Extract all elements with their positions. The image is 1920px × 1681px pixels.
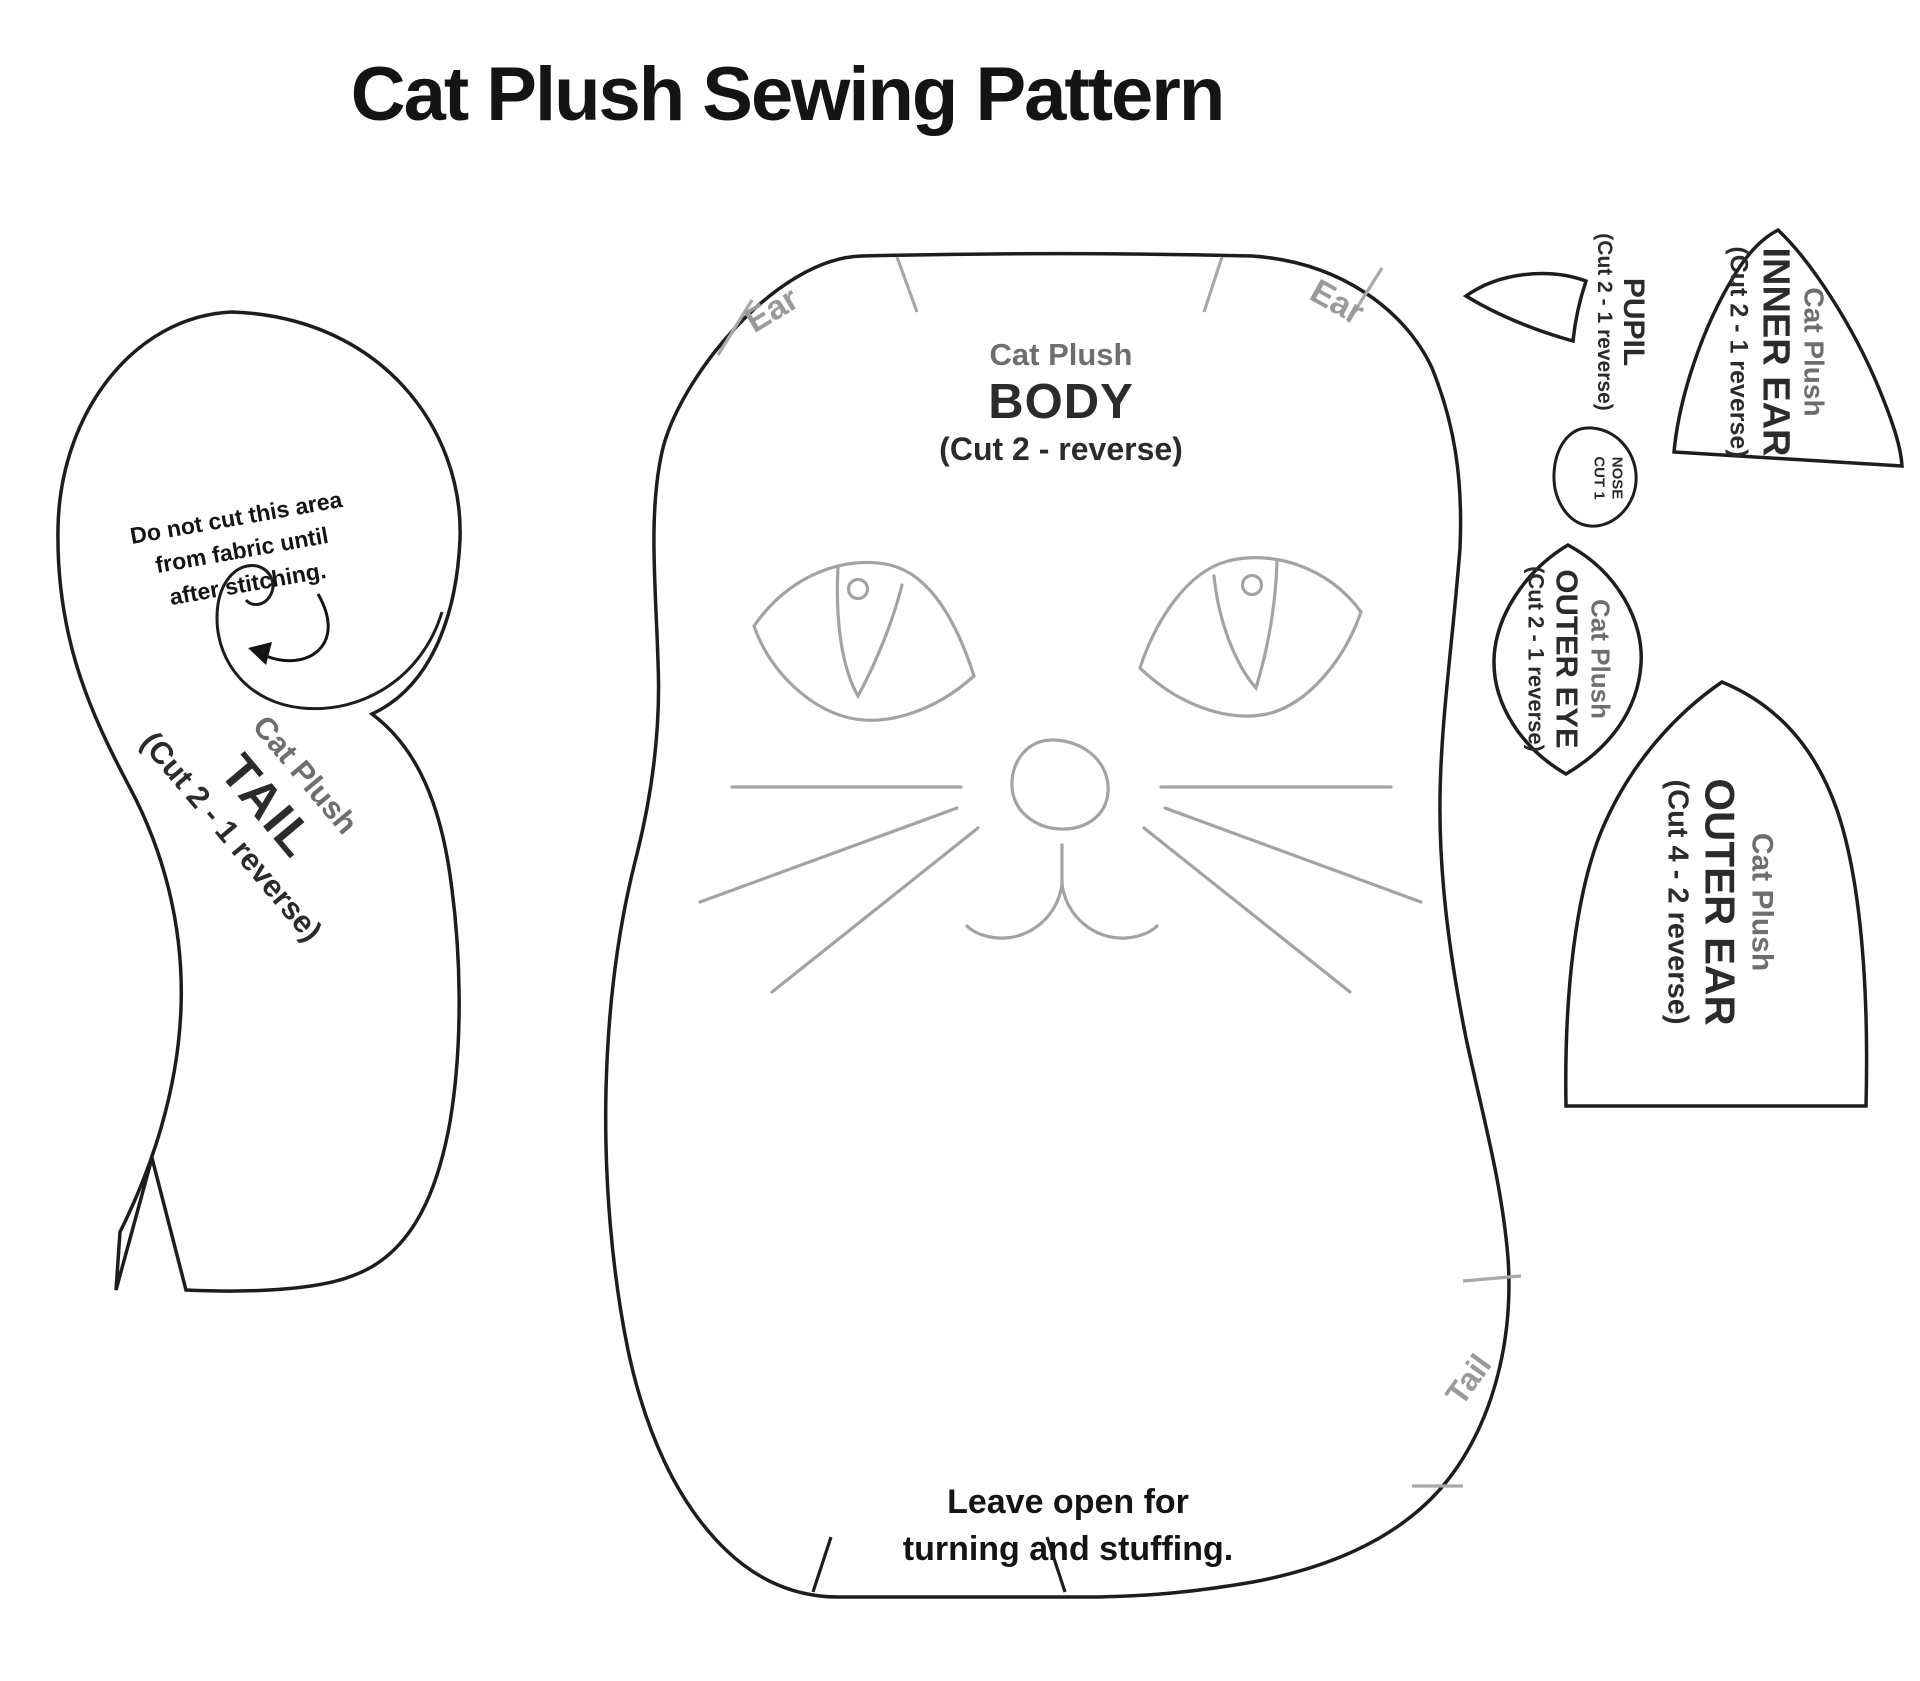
outer-ear-piece-brand: Cat Plush [1745,832,1779,972]
inner-ear-piece-label: Cat Plush INNER EAR (Cut 2 - 1 reverse) [1723,246,1830,457]
left-pupil-slit [835,565,904,700]
inner-ear-piece-outline [1672,227,1904,468]
outer-eye-piece-outline [1492,542,1643,777]
outer-ear-piece-cut-instruction: (Cut 4 - 2 reverse) [1661,779,1694,1025]
opening-ticks [811,1536,1067,1593]
body-piece-outline [603,252,1511,1599]
outer-eye-piece-cut-instruction: (Cut 2 - 1 reverse) [1523,566,1549,752]
pupil-piece-name: PUPIL [1617,277,1651,367]
outer-eye-piece-brand: Cat Plush [1585,599,1616,719]
outer-eye-piece-name: OUTER EYE [1549,569,1585,749]
inner-ear-piece-cut-instruction: (Cut 2 - 1 reverse) [1724,246,1753,458]
whisker-left-middle [698,806,959,904]
right-eye-highlight [1240,573,1264,597]
outer-ear-piece-name: OUTER EAR [1696,778,1744,1026]
tail-piece-outline [56,310,462,1293]
pupil-piece-outline [1462,271,1589,344]
opening-instruction-line2: turning and stuffing. [902,1530,1234,1568]
body-piece-label: Cat Plush BODY (Cut 2 - reverse) [939,337,1183,469]
body-piece-cut-instruction: (Cut 2 - reverse) [939,431,1183,468]
whisker-left-bottom [770,826,980,994]
nose-piece-name: NOSE [1608,456,1626,500]
nose-piece-outline [1552,426,1638,528]
opening-tick-left [811,1536,833,1593]
pupil-piece-cut-instruction: (Cut 2 - 1 reverse) [1592,233,1616,411]
outer-ear-piece-label: Cat Plush OUTER EAR (Cut 4 - 2 reverse) [1660,778,1779,1025]
ear-tick-right-inner [1202,256,1224,313]
ear-tick-left-inner [895,256,919,313]
right-eye-outline [1138,556,1363,718]
tail-tick-upper [1462,1274,1522,1283]
opening-tick-right [1045,1536,1067,1593]
outer-eye-piece-label: Cat Plush OUTER EYE (Cut 2 - 1 reverse) [1522,566,1615,752]
left-eye-highlight [846,577,870,601]
tail-spiral-curl [215,564,444,711]
ear-tick-left-outer [716,299,754,356]
opening-instruction: Leave open for turning and stuffing. [903,1479,1234,1573]
right-pupil-slit [1212,558,1279,692]
body-piece-brand: Cat Plush [989,336,1133,372]
whisker-right-middle [1163,806,1423,904]
left-eye-outline [752,560,976,722]
nose-piece-label: NOSE CUT 1 [1590,456,1626,500]
pupil-piece-label: PUPIL (Cut 2 - 1 reverse) [1591,233,1651,410]
mouth-left-curve [965,882,1064,940]
outer-ear-piece-outline [1564,680,1869,1108]
nose-guide [1010,738,1110,831]
annotation-arrow [265,593,330,663]
mouth-right-curve [1060,882,1159,940]
body-piece-name: BODY [988,374,1134,429]
cat-face-guide [698,556,1423,994]
page-title: Cat Plush Sewing Pattern [350,52,1226,138]
opening-instruction-line1: Leave open for [947,1483,1189,1522]
inner-ear-piece-brand: Cat Plush [1798,287,1830,417]
tail-placement-ticks [1412,1274,1522,1488]
annotation-arrowhead [248,642,272,665]
nose-piece-cut-instruction: CUT 1 [1591,456,1608,500]
inner-ear-piece-name: INNER EAR [1754,247,1797,457]
ear-placement-ticks [716,256,1384,356]
whisker-right-bottom [1142,826,1352,994]
ear-tick-right-outer [1346,267,1384,323]
